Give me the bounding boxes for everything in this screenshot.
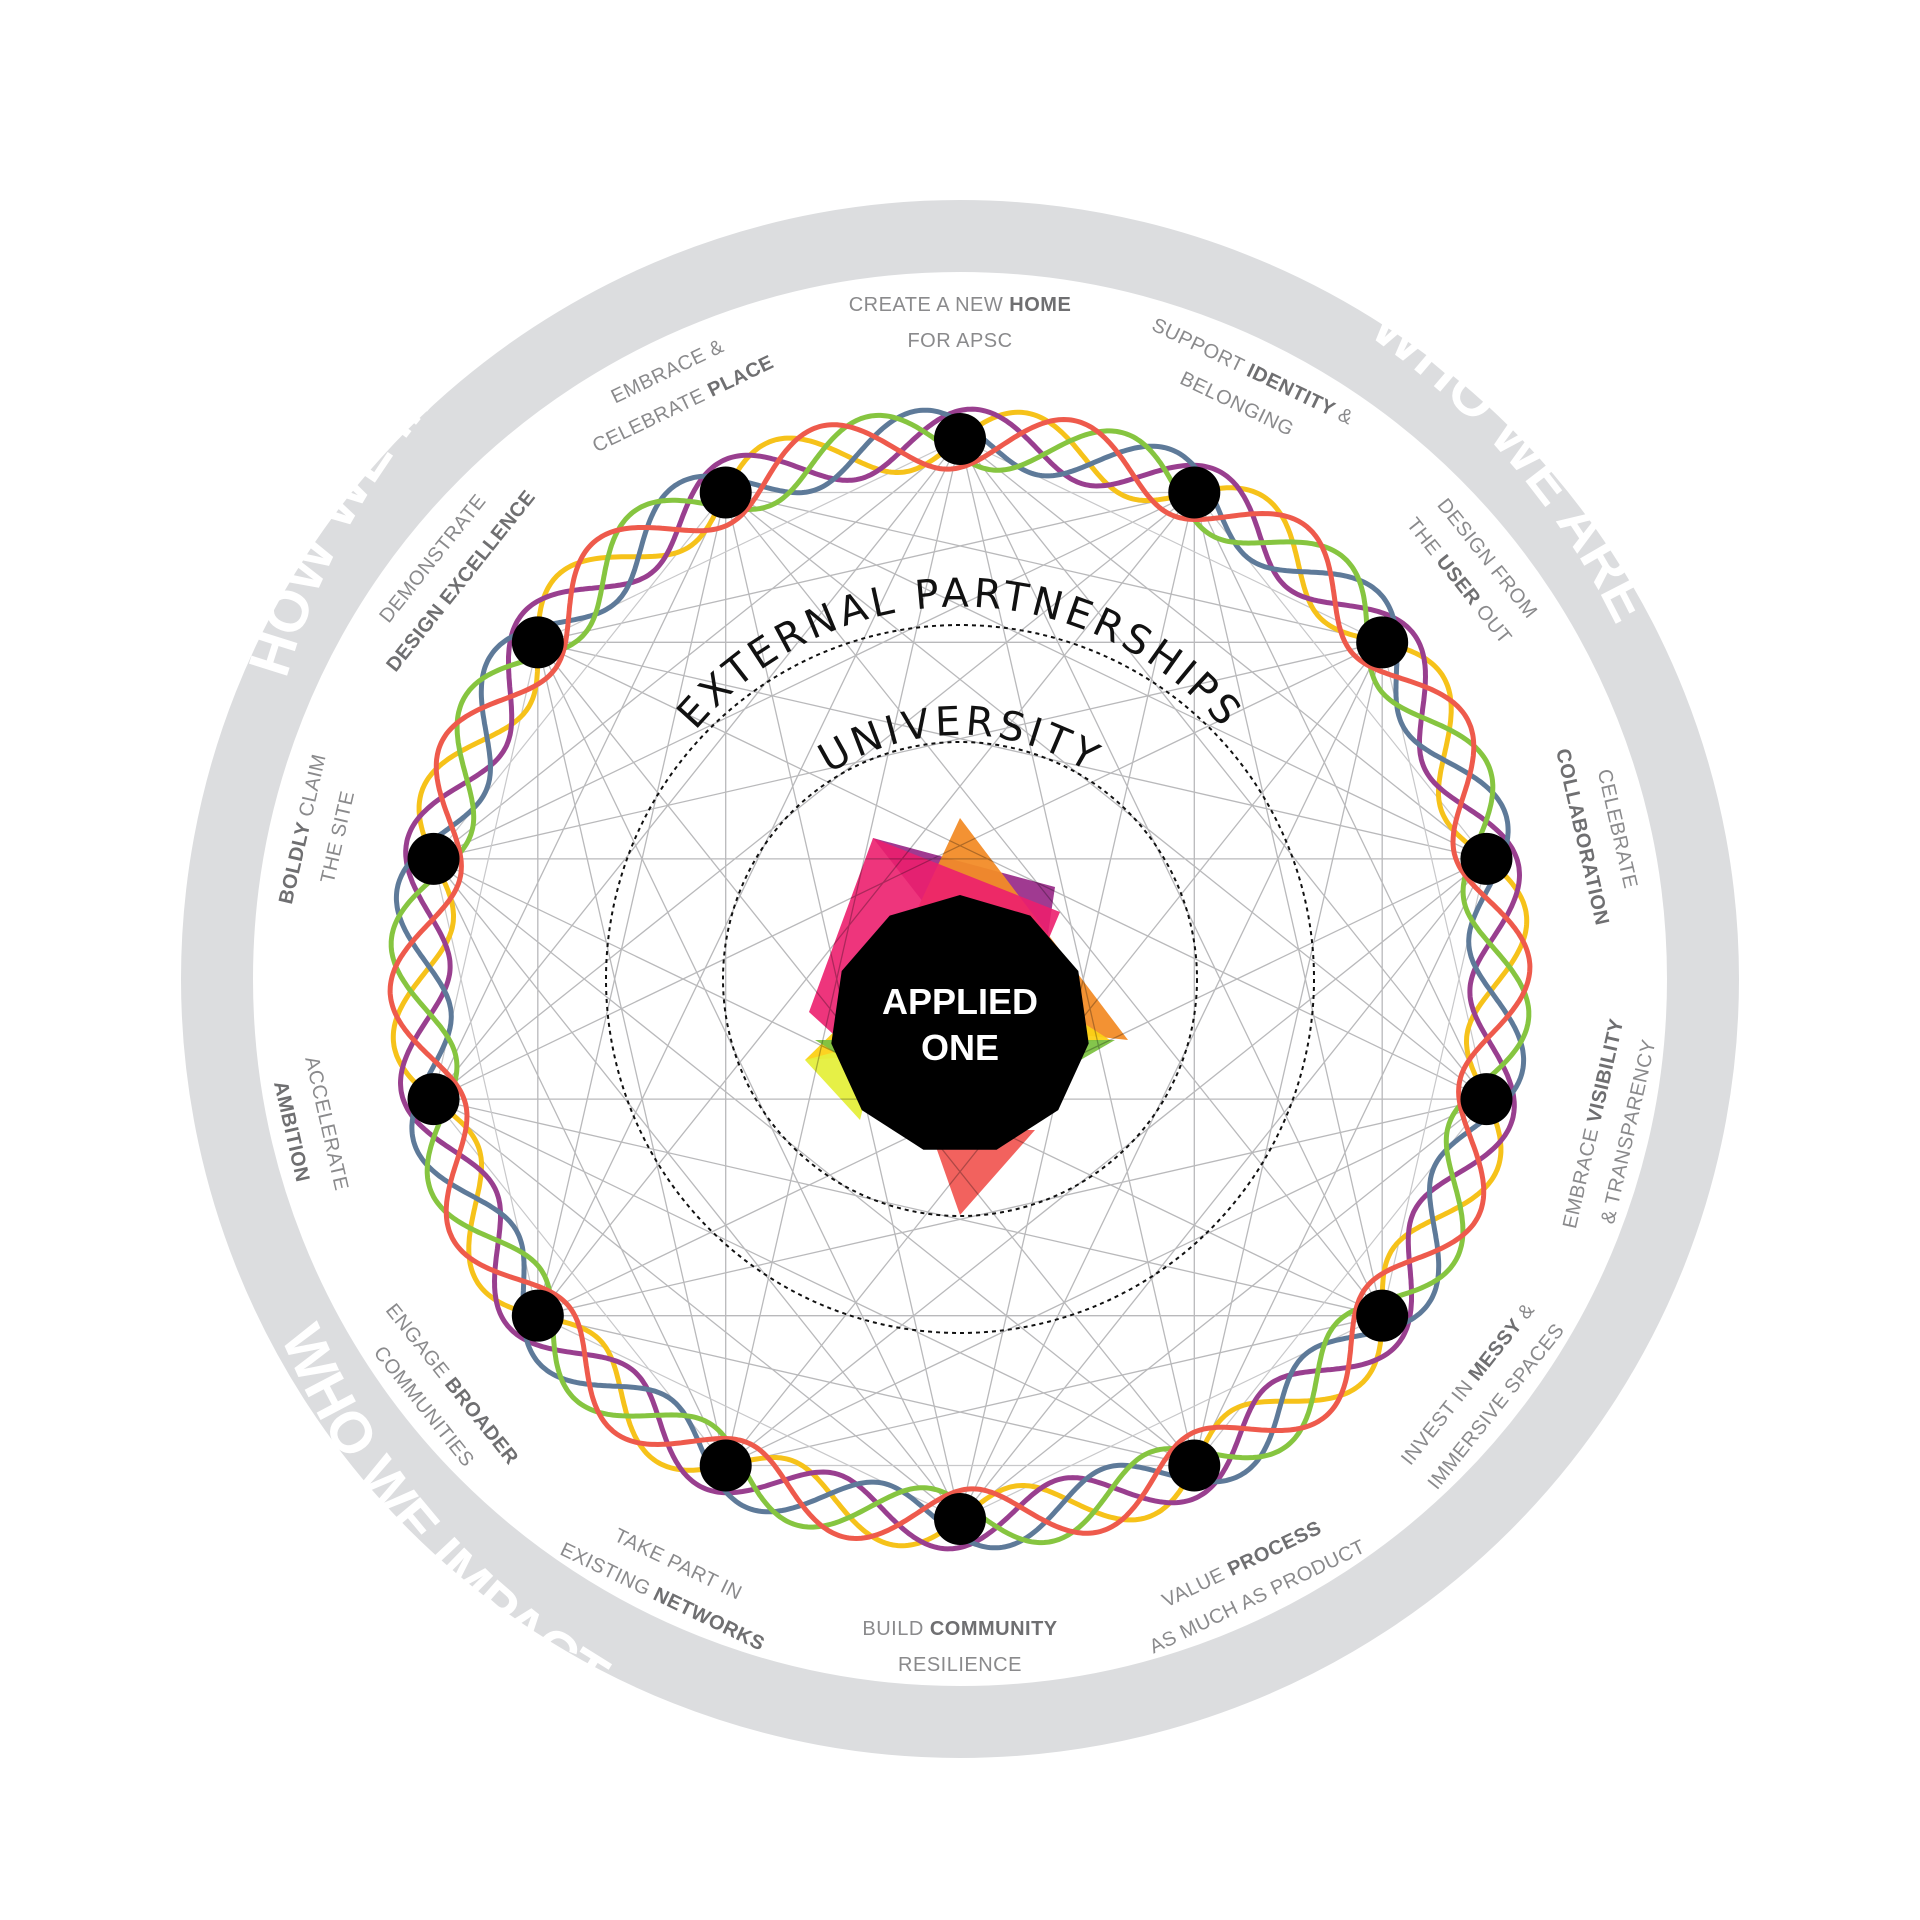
web-line: [959, 438, 1487, 860]
web-line: [537, 641, 1487, 860]
value-node-boldly: [407, 832, 460, 885]
value-node-home: [934, 413, 986, 465]
web-line: [537, 1098, 1487, 1317]
university-label: UNIVERSITY: [811, 699, 1109, 783]
value-label-line: BUILD COMMUNITY: [862, 1618, 1057, 1640]
web-line: [1193, 642, 1383, 1466]
web-line: [537, 642, 961, 1520]
value-node-visibility: [1460, 1073, 1513, 1126]
center-title-line1: APPLIED: [882, 981, 1038, 1022]
center-title-line2: ONE: [921, 1027, 999, 1068]
web-line: [725, 491, 1383, 643]
web-line: [959, 438, 1383, 1316]
value-node-place: [699, 466, 752, 519]
value-node-messy: [1356, 1289, 1409, 1342]
web-line: [433, 438, 961, 1100]
web-line: [537, 438, 961, 1316]
web-line: [432, 858, 727, 1466]
web-line: [432, 492, 727, 1100]
web-line: [959, 1098, 1487, 1520]
web-line: [1193, 492, 1488, 1100]
value-label-line: BOLDLY CLAIM: [275, 752, 331, 906]
web-line: [959, 438, 1195, 1466]
web-line: [433, 1098, 1195, 1467]
web-line: [433, 1098, 961, 1520]
value-node-user: [1356, 616, 1409, 669]
web-line: [537, 641, 1487, 1100]
value-label-community: BUILD COMMUNITY RESILIENCE: [862, 1618, 1057, 1676]
value-label-home: CREATE A NEW HOME FOR APSC: [849, 294, 1072, 352]
applied-one-badge: [831, 895, 1089, 1150]
web-line: [537, 1315, 1195, 1467]
web-line: [433, 641, 1383, 860]
web-line: [959, 438, 1487, 1100]
web-line: [537, 492, 727, 1316]
value-node-identity: [1168, 466, 1221, 519]
value-label-line: CREATE A NEW HOME: [849, 294, 1072, 316]
ring-label-how-we-impact: HOW WE IMPACT: [236, 246, 565, 683]
outer-ring-band: [181, 200, 1739, 1758]
web-line: [725, 1315, 1383, 1467]
web-line: [433, 491, 1195, 1100]
value-node-excellence: [511, 616, 564, 669]
braid-strand: [387, 416, 1533, 1542]
web-line: [725, 492, 1383, 1317]
value-label-line: FOR APSC: [907, 330, 1012, 352]
web-line: [725, 491, 1487, 1100]
web-line: [433, 491, 1195, 860]
braid-strand: [397, 406, 1523, 1552]
university-ring: [722, 741, 1198, 1217]
web-line: [959, 858, 1487, 1520]
web-line: [433, 438, 961, 860]
web-line: [433, 1098, 1383, 1317]
value-label-line: RESILIENCE: [898, 1654, 1022, 1676]
web-line: [1193, 492, 1383, 1316]
value-node-broader: [511, 1289, 564, 1342]
value-node-collaboration: [1460, 832, 1513, 885]
web-line: [433, 858, 961, 1520]
value-node-community: [934, 1493, 986, 1545]
web-line: [725, 1098, 1487, 1467]
web-line: [537, 642, 727, 1466]
value-nodes: [407, 413, 1513, 1545]
web-line: [725, 858, 1487, 1467]
value-label-line: THE SITE: [317, 789, 359, 886]
triangle-red: [930, 1130, 1035, 1215]
web-line: [725, 491, 1487, 860]
external-partnerships-ring: [605, 624, 1315, 1334]
web-line: [1193, 858, 1488, 1466]
web-line: [959, 642, 1383, 1520]
web-line: [537, 491, 1195, 643]
value-node-networks: [699, 1439, 752, 1492]
web-line: [433, 858, 1195, 1467]
value-node-process: [1168, 1439, 1221, 1492]
value-node-ambition: [407, 1073, 460, 1126]
